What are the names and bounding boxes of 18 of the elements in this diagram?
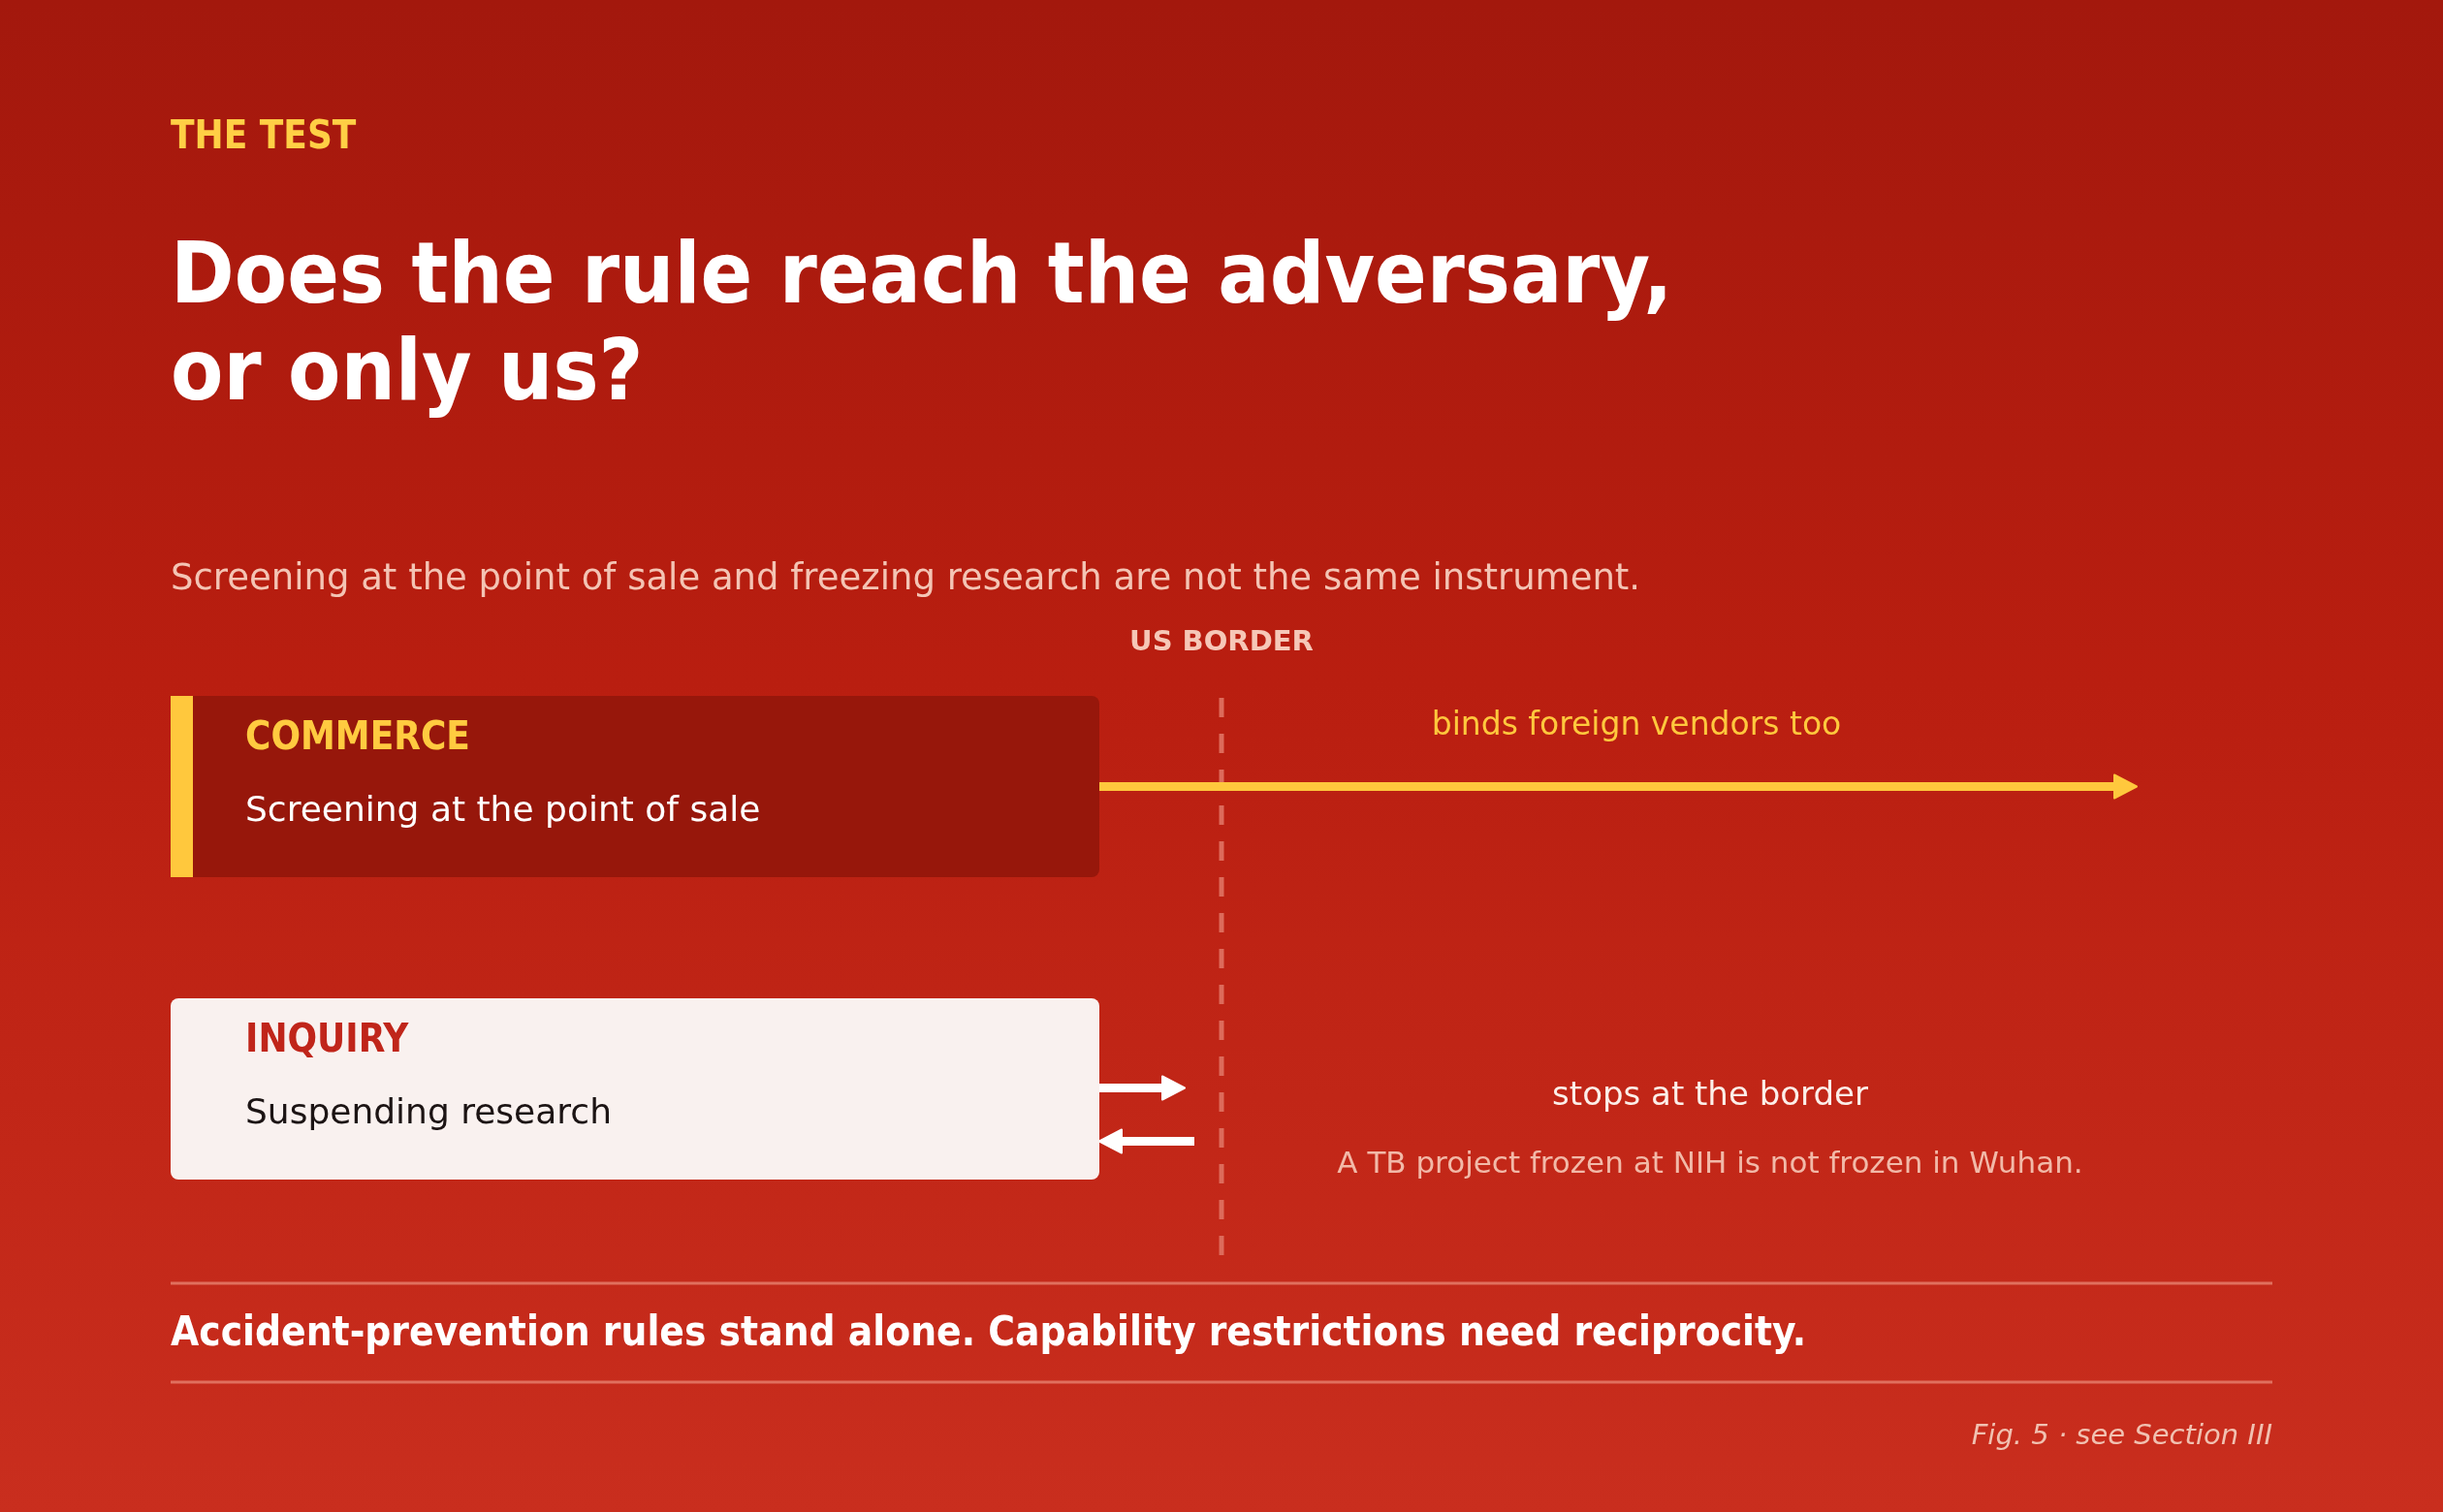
category-card — [171, 696, 1099, 877]
headline: Does the rule reach the adversary, or only us? — [171, 224, 1674, 419]
category-card — [171, 998, 1099, 1180]
figure-reference: Fig. 5 · see Section III — [1971, 1418, 2272, 1453]
eyebrow-label: THE TEST — [171, 111, 357, 159]
card-text: Suspending research — [245, 1090, 612, 1133]
annotation: stops at the border — [1552, 1073, 1868, 1114]
card-text: Screening at the point of sale — [245, 788, 761, 831]
annotation-note: A TB project frozen at NIH is not frozen in Wuhan. — [1337, 1144, 2083, 1181]
card-heading: COMMERCE — [245, 712, 470, 760]
arrow — [1098, 1128, 1194, 1154]
card-heading: INQUIRY — [245, 1015, 409, 1062]
border-label: US BORDER — [1129, 624, 1314, 659]
edge-label: binds foreign vendors too — [1431, 705, 1842, 744]
subtitle: Screening at the point of sale and freezing research are not the same instrument. — [171, 556, 1641, 600]
takeaway-text: Accident-prevention rules stand alone. Capability restrictions need reciprocity. — [171, 1307, 1807, 1357]
arrow — [1099, 773, 2138, 800]
arrow — [1099, 1075, 1186, 1101]
